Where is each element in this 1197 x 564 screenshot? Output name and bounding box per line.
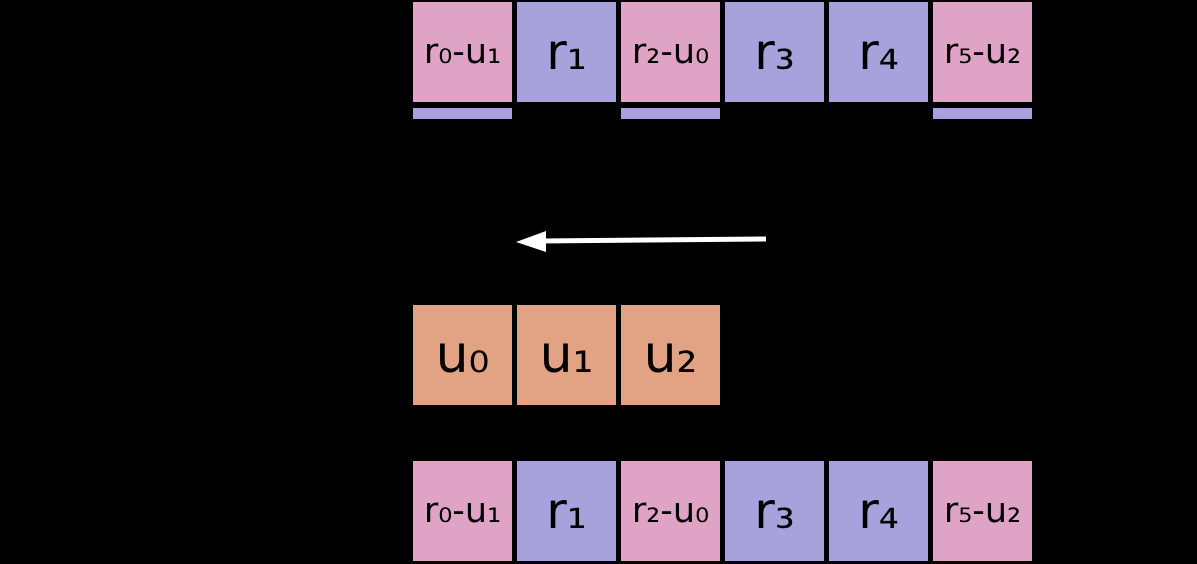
register-row-bottom: r₀-u₁ r₁ r₂-u₀ r₃ r₄ r₅-u₂ — [413, 461, 1032, 561]
register-slot: r₂-u₀ — [621, 2, 720, 119]
register-cell-r1: r₁ — [517, 461, 616, 561]
register-cell-r2-u0: r₂-u₀ — [621, 461, 720, 561]
register-slot: r₃ — [725, 2, 824, 119]
update-cell-u1: u₁ — [517, 305, 616, 405]
update-cell-u0: u₀ — [413, 305, 512, 405]
register-cell-r0-u1: r₀-u₁ — [413, 461, 512, 561]
register-row-top: r₀-u₁ r₁ r₂-u₀ r₃ r₄ r₅-u₂ — [413, 2, 1032, 119]
register-slot: r₄ — [829, 2, 928, 119]
register-cell-r1: r₁ — [517, 2, 616, 102]
register-slot: r₅-u₂ — [933, 2, 1032, 119]
register-slot: r₀-u₁ — [413, 2, 512, 119]
register-cell-r4: r₄ — [829, 461, 928, 561]
register-cell-r3: r₃ — [725, 461, 824, 561]
register-cell-r5-u2: r₅-u₂ — [933, 2, 1032, 102]
underline-bar — [413, 108, 512, 119]
register-cell-r3: r₃ — [725, 2, 824, 102]
left-arrow-icon — [514, 226, 774, 254]
underline-bar — [621, 108, 720, 119]
register-slot: r₁ — [517, 2, 616, 119]
register-cell-r5-u2: r₅-u₂ — [933, 461, 1032, 561]
register-cell-r2-u0: r₂-u₀ — [621, 2, 720, 102]
register-cell-r0-u1: r₀-u₁ — [413, 2, 512, 102]
update-row: u₀ u₁ u₂ — [413, 305, 720, 405]
underline-bar — [933, 108, 1032, 119]
register-cell-r4: r₄ — [829, 2, 928, 102]
update-cell-u2: u₂ — [621, 305, 720, 405]
